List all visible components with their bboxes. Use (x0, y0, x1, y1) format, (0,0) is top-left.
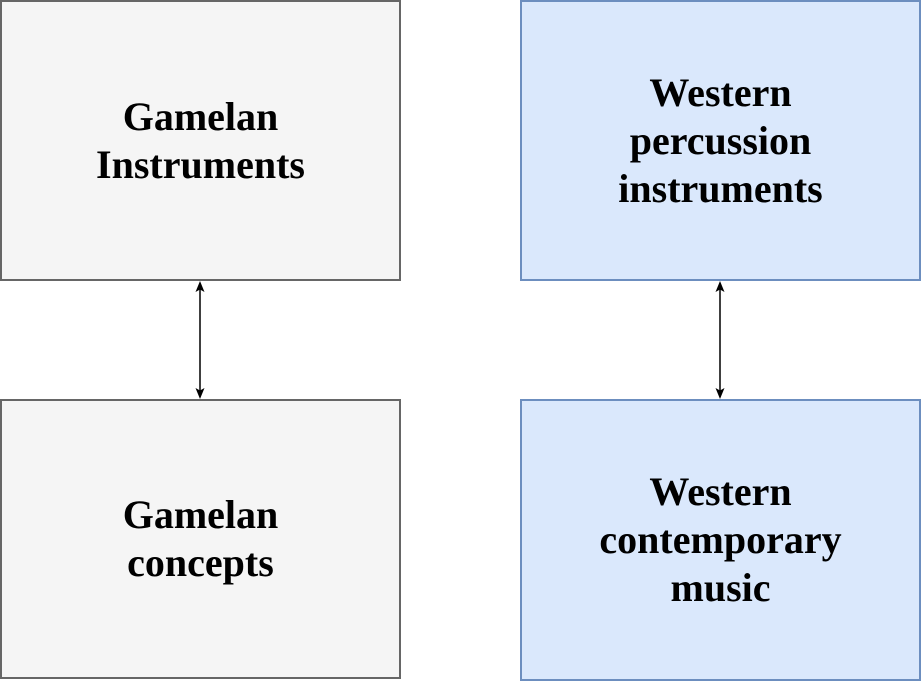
arrowhead-down-icon (195, 388, 205, 399)
node-western-percussion-instruments: Western percussion instruments (520, 0, 921, 281)
double-arrow-gamelan-link (195, 281, 205, 399)
node-western-contemporary-music: Western contemporary music (520, 399, 921, 681)
node-gamelan-concepts-label: Gamelan concepts (122, 492, 279, 585)
double-arrow-western-link (715, 281, 725, 399)
node-western-contemporary-music-label: Western contemporary music (599, 469, 842, 610)
node-gamelan-instruments-label: Gamelan Instruments (96, 93, 305, 187)
node-gamelan-concepts: Gamelan concepts (0, 399, 401, 679)
node-western-percussion-instruments-label: Western percussion instruments (618, 69, 823, 211)
node-gamelan-instruments: Gamelan Instruments (0, 0, 401, 281)
arrowhead-up-icon (715, 281, 725, 292)
arrowhead-down-icon (715, 388, 725, 399)
arrowhead-up-icon (195, 281, 205, 292)
